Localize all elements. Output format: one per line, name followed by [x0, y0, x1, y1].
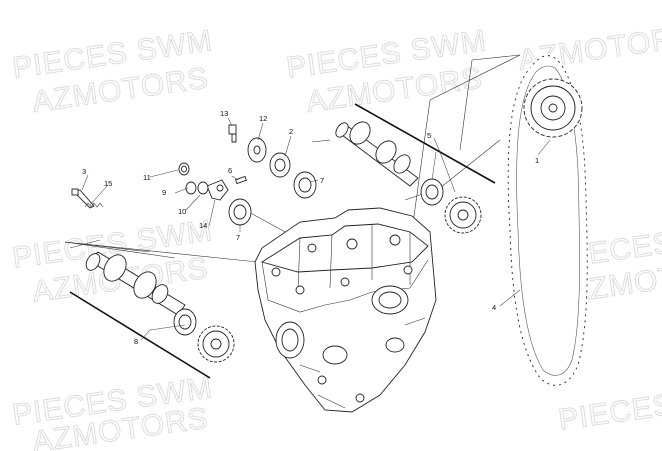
bolt-13	[228, 124, 237, 143]
callout-9: 9	[162, 188, 166, 197]
spring-15	[84, 202, 104, 208]
bearing-middle	[269, 152, 291, 178]
circlip-11	[178, 162, 190, 176]
callout-8: 8	[134, 337, 138, 346]
callout-12: 12	[259, 114, 267, 123]
chain-sprocket-1	[523, 78, 583, 138]
timing-chain	[506, 54, 589, 387]
callout-13: 13	[220, 109, 228, 118]
callout-1: 1	[535, 156, 539, 165]
callout-15: 15	[104, 179, 112, 188]
set-bracket-5	[354, 103, 496, 184]
camshaft-sprocket-left	[197, 325, 235, 363]
leader-lines	[81, 117, 551, 341]
callout-2: 2	[289, 127, 293, 136]
cylinder-head	[254, 207, 437, 413]
bearing-right	[420, 178, 444, 206]
callout-labels: 1 2 3 4 5 6 7 7 8 9 10 11 12 13 14 15	[82, 109, 539, 346]
bearing-7-lower	[228, 198, 252, 226]
callout-14: 14	[199, 221, 207, 230]
bolt-3	[71, 188, 95, 209]
pin-6	[235, 175, 247, 185]
callout-7: 7	[236, 233, 240, 242]
camshaft-left	[85, 251, 186, 316]
bearing-left-lower	[173, 308, 197, 336]
washer-10	[197, 181, 209, 195]
callout-10: 10	[178, 207, 186, 216]
cover-disc-12	[247, 137, 267, 163]
camshaft-sprocket-right	[444, 196, 482, 234]
callout-11: 11	[143, 173, 151, 182]
lever-14	[206, 179, 229, 201]
callout-4: 4	[492, 303, 496, 312]
bearing-7-upper	[293, 171, 317, 199]
watermark-text: PIECES SWM	[556, 376, 662, 437]
callout-5: 5	[427, 131, 431, 140]
washer-9	[185, 181, 197, 195]
callout-3: 3	[82, 167, 86, 176]
callout-6: 6	[228, 166, 232, 175]
set-bracket-8	[69, 291, 211, 379]
camshaft-right	[335, 121, 419, 187]
callout-7: 7	[320, 176, 324, 185]
